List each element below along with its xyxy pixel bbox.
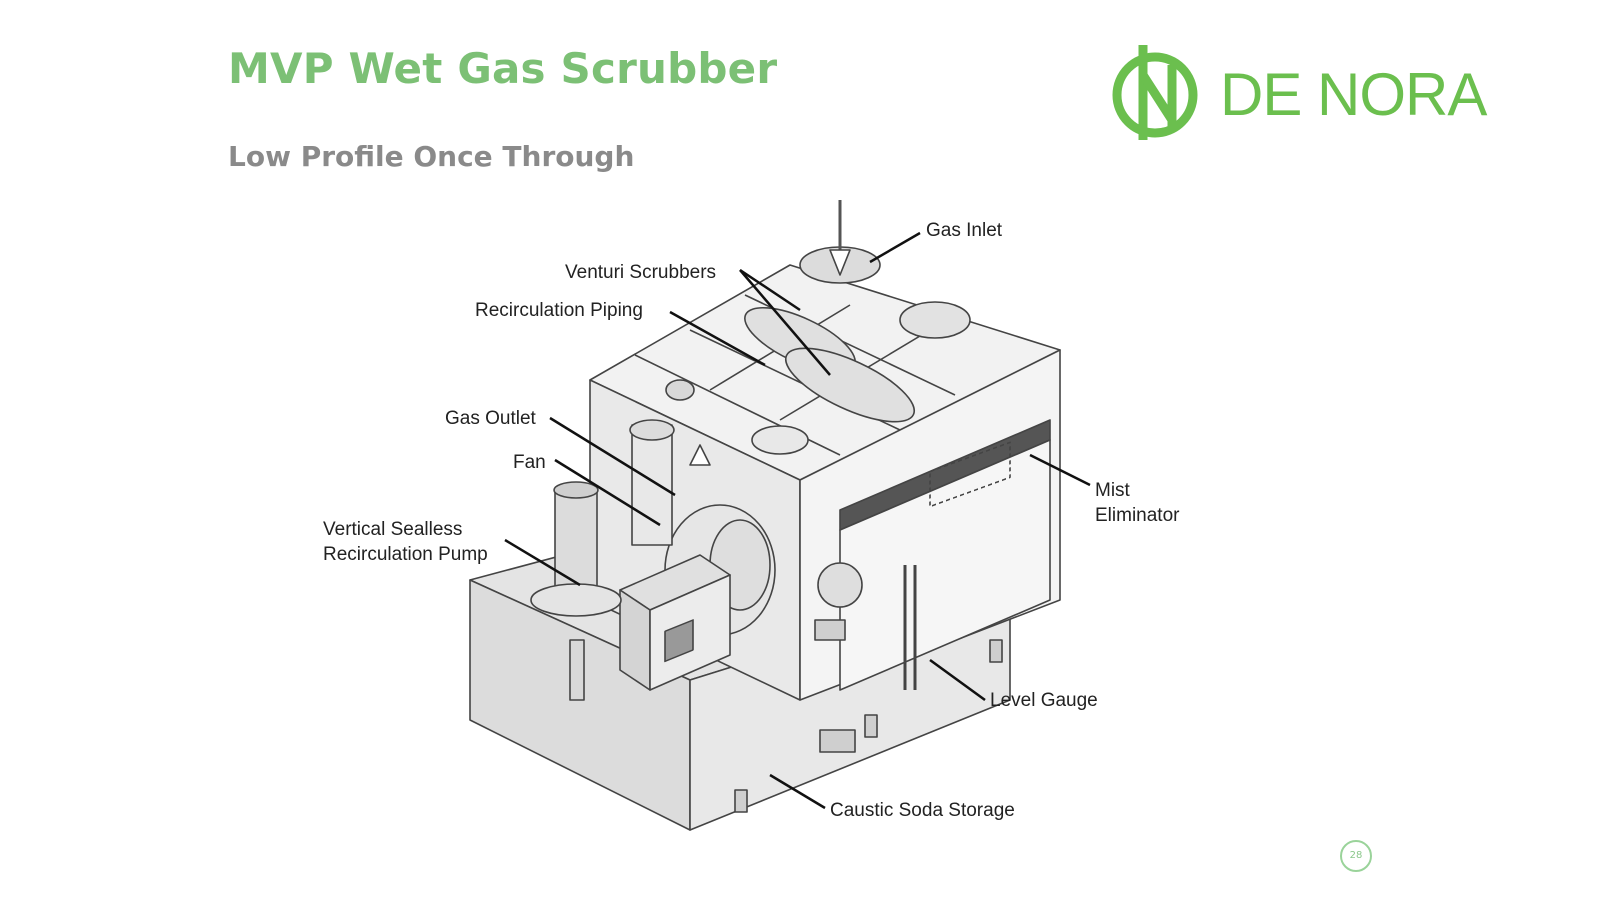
logo-ring: [1112, 52, 1198, 138]
label-recirculation-piping: Recirculation Piping: [475, 300, 643, 321]
gas-outlet-duct: [631, 424, 673, 546]
logo-wordmark: DE NORA: [1220, 61, 1487, 128]
label-level-gauge: Level Gauge: [990, 690, 1098, 711]
de-nora-logo: [1112, 45, 1198, 140]
label-venturi-scrubbers: Venturi Scrubbers: [565, 262, 717, 283]
label-gas-inlet: Gas Inlet: [926, 220, 1003, 241]
label-caustic-soda-storage: Caustic Soda Storage: [830, 800, 1015, 821]
slide-title: MVP Wet Gas Scrubber: [228, 44, 778, 93]
logo-stroke-diagonal: [1139, 72, 1176, 123]
slide-subtitle: Low Profile Once Through: [228, 140, 635, 173]
leader-lines: [504, 231, 1091, 810]
inlet-arrow-icon: [829, 249, 851, 276]
label-fan: Fan: [513, 452, 546, 473]
label-gas-outlet: Gas Outlet: [445, 408, 536, 429]
label-mist-eliminator: Mist Eliminator: [1095, 480, 1180, 526]
outlet-arrow-icon: [689, 444, 711, 466]
label-recirculation-pump: Vertical Sealless Recirculation Pump: [323, 519, 488, 565]
page-number-badge: 28: [1340, 840, 1372, 872]
